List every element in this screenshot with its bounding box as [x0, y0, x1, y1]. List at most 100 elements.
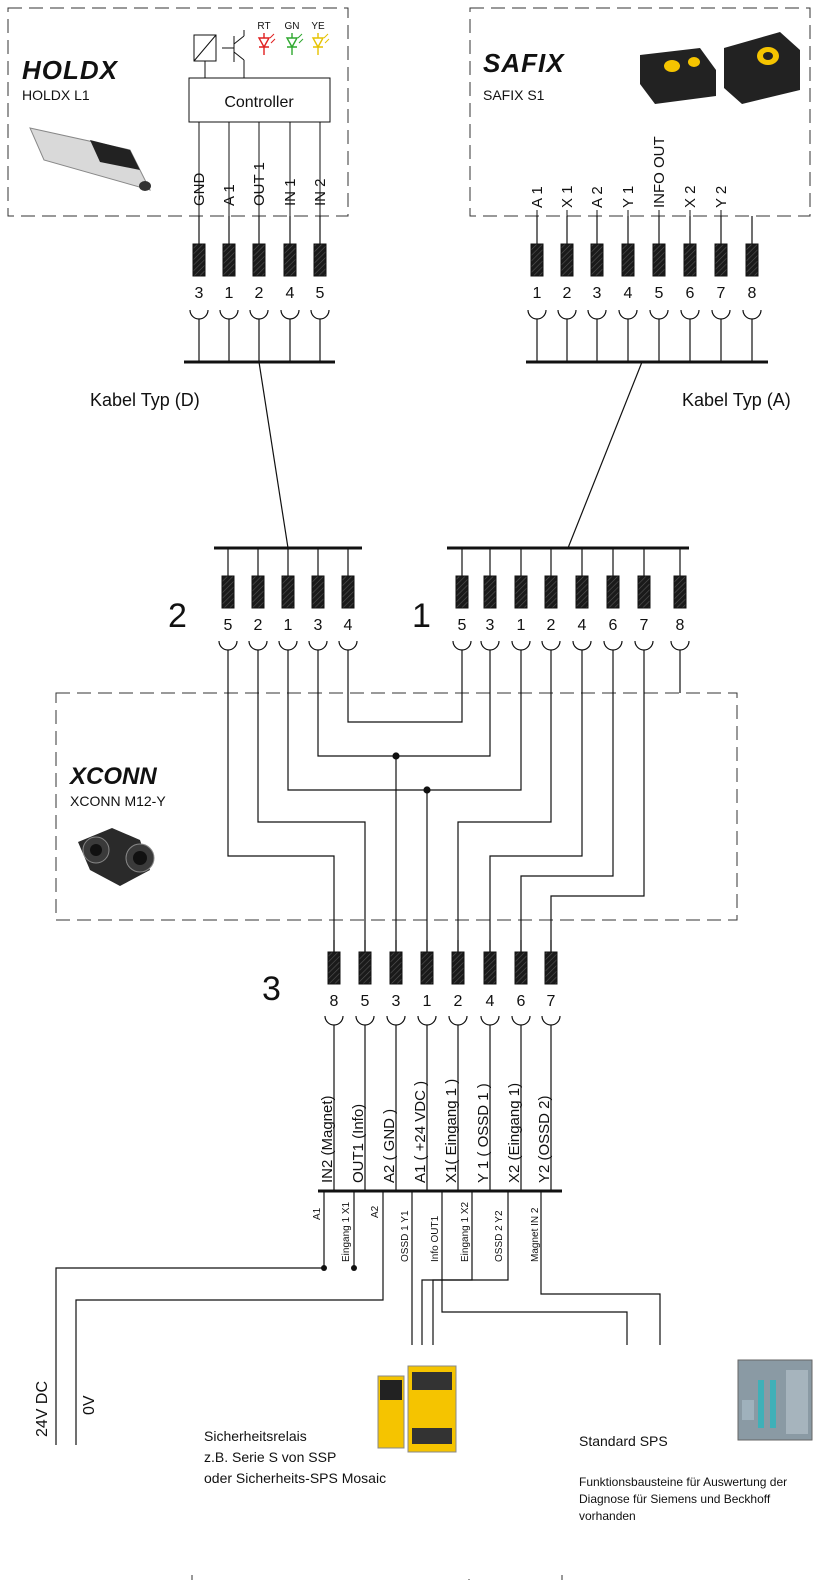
pin-number: 8 — [748, 285, 757, 302]
holdx-connector: 3 1 2 4 5 — [189, 216, 330, 362]
port3-signal-label: Y2 (OSSD 2) — [536, 1095, 553, 1183]
safix-signal-label: X 1 — [559, 185, 576, 208]
connector-pin: 4 — [280, 216, 300, 362]
port3-signal-label: OUT1 (Info) — [350, 1104, 367, 1183]
connector-pin: 5 — [452, 548, 472, 652]
pin-number: 1 — [517, 617, 526, 634]
connector-pin: 2 — [448, 940, 468, 1191]
pin-number: 7 — [717, 285, 726, 302]
holdx-controller-label: Controller — [224, 94, 294, 111]
safix-signal-label: Y 2 — [713, 186, 730, 208]
pin-number: 2 — [454, 993, 463, 1010]
sps-line1: Funktionsbausteine für Auswertung der — [579, 1475, 787, 1489]
connector-pin: 1 — [527, 216, 547, 362]
sps-title: Standard SPS — [579, 1433, 668, 1449]
pin-number: 5 — [316, 285, 325, 302]
pin-number: 4 — [286, 285, 295, 302]
pin-number: 1 — [225, 285, 234, 302]
relay-line3: oder Sicherheits-SPS Mosaic — [204, 1470, 386, 1486]
pin-number: 6 — [686, 285, 695, 302]
sps-line2: Diagnose für Siemens und Beckhoff — [579, 1492, 771, 1506]
terminal-label: OSSD 2 Y2 — [494, 1210, 505, 1262]
cable-d-label: Kabel Typ (D) — [90, 390, 200, 410]
pin-number: 7 — [547, 993, 556, 1010]
port3-signal-label: X2 (Eingang 1) — [506, 1083, 523, 1183]
terminal-label: Eingang 1 X2 — [460, 1202, 471, 1262]
connector-pin: 4 — [618, 216, 638, 362]
safix-name: SAFIX S1 — [483, 87, 545, 103]
pin-number: 5 — [458, 617, 467, 634]
supply-24v: 24V DC — [34, 1381, 51, 1437]
holdx-transistor-symbol — [204, 30, 245, 78]
safix-box — [469, 7, 811, 217]
safix-logo: SAFIX — [483, 48, 565, 78]
connector-pin: 2 — [557, 216, 577, 362]
connector-pin: 5 — [310, 216, 330, 362]
pin-number: 4 — [344, 617, 353, 634]
pin-number: 3 — [392, 993, 401, 1010]
connector-pin: 1 — [219, 216, 239, 362]
pin-number: 5 — [361, 993, 370, 1010]
connector-pin: 7 — [634, 548, 654, 652]
port2-number: 2 — [168, 597, 187, 635]
pin-number: 5 — [655, 285, 664, 302]
relay-line2: z.B. Serie S von SSP — [204, 1449, 336, 1465]
connector-pin: 4 — [338, 548, 358, 652]
sps-image — [737, 1359, 813, 1441]
port3-number: 3 — [262, 970, 281, 1008]
port1-number: 1 — [412, 597, 431, 635]
connector-pin: 1 — [278, 548, 298, 652]
pin-number: 2 — [254, 617, 263, 634]
led-label: RT — [257, 21, 270, 32]
safix-signal-label: X 2 — [682, 185, 699, 208]
holdx-signal-label: IN 2 — [312, 178, 329, 206]
connector-pin: 5 — [218, 548, 238, 652]
holdx-signal-label: OUT 1 — [251, 162, 268, 206]
holdx-name: HOLDX L1 — [22, 87, 90, 103]
holdx-signal-label: A 1 — [221, 184, 238, 206]
sps-line3: vorhanden — [579, 1509, 636, 1523]
holdx-product-image — [29, 127, 151, 191]
pin-number: 2 — [255, 285, 264, 302]
connector-pin: 1 — [417, 940, 437, 1191]
port3-signal-label: A2 ( GND ) — [381, 1109, 398, 1183]
connector-pin: 6 — [511, 940, 531, 1191]
led-icon — [285, 33, 299, 55]
connector-pin: 3 — [189, 216, 209, 362]
pin-number: 3 — [195, 285, 204, 302]
pin-number: 8 — [330, 993, 339, 1010]
connector-pin: 6 — [680, 216, 700, 362]
pin-number: 7 — [640, 617, 649, 634]
connector-pin: 2 — [249, 216, 269, 362]
pin-number: 2 — [563, 285, 572, 302]
pin-number: 8 — [676, 617, 685, 634]
connector-pin: 7 — [711, 216, 731, 362]
terminal-label: A2 — [370, 1205, 381, 1218]
pin-number: 4 — [486, 993, 495, 1010]
pin-number: 4 — [624, 285, 633, 302]
lower-wiring — [55, 1191, 661, 1445]
pin-number: 4 — [578, 617, 587, 634]
safix-signal-label: INFO OUT — [651, 136, 668, 208]
connector-pin: 8 — [742, 216, 762, 362]
terminal-label: OSSD 1 Y1 — [400, 1210, 411, 1262]
port3-signal-label: X1( Eingang 1 ) — [443, 1079, 460, 1183]
connector-pin: 6 — [603, 548, 623, 652]
connector-pin: 8 — [324, 940, 344, 1191]
port3-signal-label: Y 1 ( OSSD 1 ) — [475, 1083, 492, 1183]
cable-d-line — [258, 361, 289, 549]
connector-pin: 3 — [386, 940, 406, 1191]
led-icon — [311, 33, 325, 55]
led-label: YE — [311, 21, 325, 32]
port3-signal-label: IN2 (Magnet) — [319, 1095, 336, 1183]
holdx-box — [7, 7, 349, 217]
connector-pin: 5 — [649, 216, 669, 362]
pin-number: 2 — [547, 617, 556, 634]
holdx-signal-label: GND — [191, 173, 208, 207]
connector-pin: 8 — [670, 548, 690, 652]
safix-signal-label: A 2 — [589, 186, 606, 208]
safix-signal-label: A 1 — [529, 186, 546, 208]
